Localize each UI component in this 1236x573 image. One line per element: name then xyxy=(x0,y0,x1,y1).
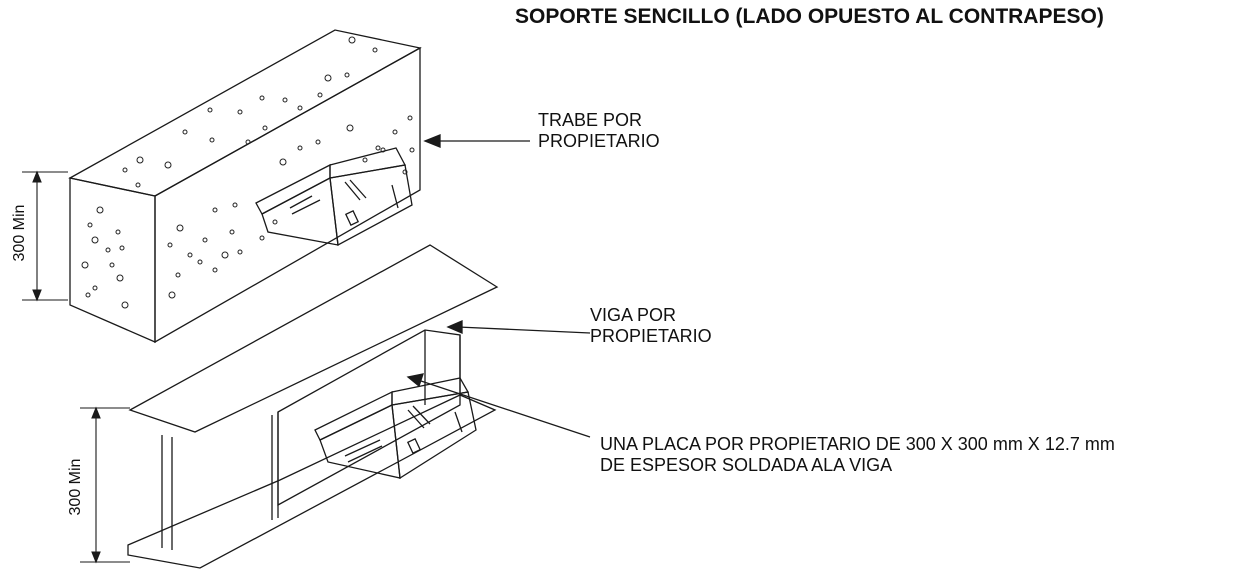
dimension-label-upper: 300 Min xyxy=(11,204,28,262)
drawing-title: SOPORTE SENCILLO (LADO OPUESTO AL CONTRA… xyxy=(515,5,1104,28)
bottom-flange xyxy=(127,394,497,569)
callout-viga: VIGA POR PROPIETARIO xyxy=(590,305,712,346)
steel-i-beam xyxy=(127,244,499,569)
dimension-label-lower: 300 Min xyxy=(67,458,84,516)
beam-front-face xyxy=(69,177,156,343)
callout-trabe-line2: PROPIETARIO xyxy=(538,130,660,151)
beam-web xyxy=(277,329,461,507)
leader-trabe xyxy=(423,134,530,148)
beam-side-face xyxy=(154,46,421,344)
steel-bracket xyxy=(314,377,477,480)
top-flange xyxy=(128,244,499,433)
callout-placa-line1: UNA PLACA POR PROPIETARIO DE 300 X 300 m… xyxy=(600,434,1115,454)
upper-dimension-line xyxy=(22,170,68,302)
concrete-aggregate-texture xyxy=(81,36,415,309)
callout-viga-line1: VIGA POR xyxy=(590,305,677,325)
callout-placa-line2: DE ESPESOR SOLDADA ALA VIGA xyxy=(600,454,893,475)
callout-placa: UNA PLACA POR PROPIETARIO DE 300 X 300 m… xyxy=(600,434,1115,475)
callout-trabe-line1: TRABE POR xyxy=(538,110,643,130)
callout-viga-line2: PROPIETARIO xyxy=(590,325,712,346)
leader-viga xyxy=(446,320,591,334)
concrete-beam xyxy=(68,29,422,344)
leader-placa xyxy=(406,373,591,438)
callout-trabe: TRABE POR PROPIETARIO xyxy=(538,110,660,151)
lower-dimension-line xyxy=(80,406,130,564)
beam-bracket xyxy=(255,147,413,247)
